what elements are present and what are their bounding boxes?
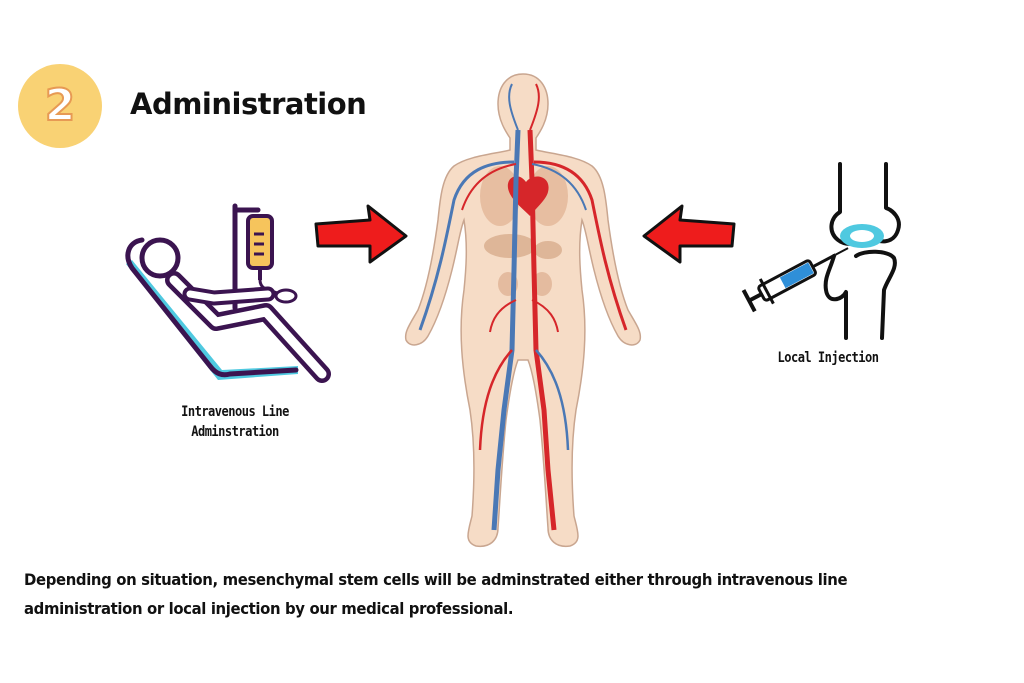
step-badge: 2 xyxy=(18,64,102,148)
iv-caption-line1: Intravenous Line xyxy=(181,404,289,420)
iv-caption-line2: Adminstration xyxy=(191,424,279,440)
description-text: Depending on situation, mesenchymal stem… xyxy=(24,570,848,618)
arrow-left-icon xyxy=(642,204,736,264)
iv-caption: Intravenous Line Adminstration xyxy=(162,402,308,442)
knee-joint-injection-icon xyxy=(741,162,901,340)
local-injection-caption: Local Injection xyxy=(777,350,880,366)
human-circulatory-system-illustration xyxy=(404,73,642,548)
iv-drip-patient-icon xyxy=(125,203,331,383)
page-title: Administration xyxy=(130,87,367,121)
arrow-right-icon xyxy=(314,204,408,264)
step-number: 2 xyxy=(44,80,77,131)
